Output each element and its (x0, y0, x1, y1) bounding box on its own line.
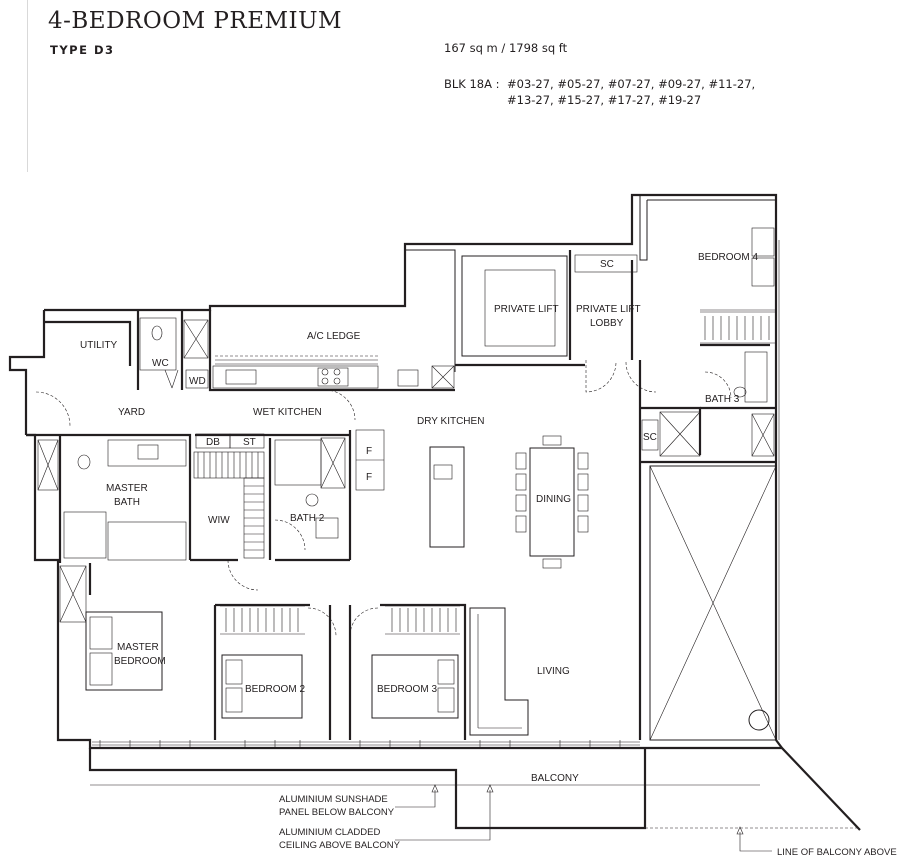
note-balcony-line: LINE OF BALCONY ABOVE (777, 847, 897, 858)
unit-type: TYPE D3 (50, 43, 115, 57)
label-sc-top: SC (600, 259, 614, 270)
label-wd: WD (189, 376, 206, 387)
page-title: 4-BEDROOM PREMIUM (48, 8, 343, 34)
label-master-bath-1: MASTER (106, 483, 148, 494)
label-lift-lobby-2: LOBBY (590, 318, 624, 329)
note-cladded-2: CEILING ABOVE BALCONY (279, 840, 401, 851)
label-living: LIVING (537, 666, 570, 677)
label-bedroom-4: BEDROOM 4 (698, 252, 758, 263)
label-yard: YARD (118, 407, 145, 418)
label-master-bedroom-1: MASTER (117, 642, 159, 653)
label-master-bath-2: BATH (114, 497, 140, 508)
label-bath-2: BATH 2 (290, 513, 325, 524)
units-line-1: #03-27, #05-27, #07-27, #09-27, #11-27, (507, 77, 756, 91)
label-st: ST (243, 437, 256, 448)
label-balcony: BALCONY (531, 773, 579, 784)
exterior-walls (8, 193, 861, 831)
label-bedroom-3: BEDROOM 3 (377, 684, 437, 695)
label-bedroom-2: BEDROOM 2 (245, 684, 305, 695)
header-divider (27, 0, 28, 172)
annotation-leaders (90, 784, 860, 852)
room-labels: UTILITY WC WD A/C LEDGE PRIVATE LIFT SC … (80, 252, 758, 784)
label-wc: WC (152, 358, 169, 369)
note-sunshade-1: ALUMINIUM SUNSHADE (279, 794, 388, 805)
note-sunshade-2: PANEL BELOW BALCONY (279, 807, 395, 818)
label-master-bedroom-2: BEDROOM (114, 656, 166, 667)
label-db: DB (206, 437, 220, 448)
label-private-lift: PRIVATE LIFT (494, 304, 559, 315)
interior-walls (26, 250, 776, 740)
label-lift-lobby-1: PRIVATE LIFT (576, 304, 641, 315)
units-line-2: #13-27, #15-27, #17-27, #19-27 (507, 93, 702, 107)
label-fridge-1: F (366, 446, 372, 457)
label-dining: DINING (536, 494, 571, 505)
door-swings (35, 360, 732, 637)
unit-area: 167 sq m / 1798 sq ft (444, 41, 568, 55)
label-bath-3: BATH 3 (705, 394, 740, 405)
label-sc-right: SC (643, 432, 657, 443)
block-label: BLK 18A : (444, 77, 500, 91)
annotation-labels: ALUMINIUM SUNSHADE PANEL BELOW BALCONY A… (279, 794, 897, 858)
label-ac-ledge: A/C LEDGE (307, 331, 361, 342)
note-cladded-1: ALUMINIUM CLADDED (279, 827, 380, 838)
label-wiw: WIW (208, 515, 230, 526)
fixtures (37, 227, 780, 748)
label-fridge-2: F (366, 472, 372, 483)
block-units: BLK 18A : #03-27, #05-27, #07-27, #09-27,… (444, 76, 755, 108)
label-dry-kitchen: DRY KITCHEN (417, 416, 484, 427)
label-utility: UTILITY (80, 340, 118, 351)
label-wet-kitchen: WET KITCHEN (253, 407, 322, 418)
